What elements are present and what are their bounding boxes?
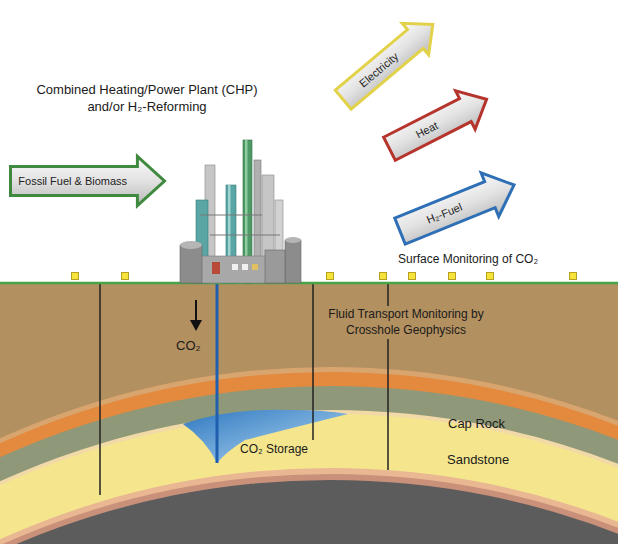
- plant-pipe: [200, 214, 262, 215]
- flow-arrow-head: [190, 320, 202, 331]
- monitor-sensor: [487, 273, 494, 280]
- arrow-outline: [391, 163, 523, 253]
- arrow-label: Fossil Fuel & Biomass: [18, 175, 127, 187]
- monitor-sensor: [409, 273, 416, 280]
- arrow-outline: [10, 157, 164, 206]
- plant-tank-top: [180, 241, 202, 249]
- text-label: Surface Monitoring of CO₂: [398, 252, 538, 268]
- text-label: Combined Heating/Power Plant (CHP) and/o…: [27, 82, 267, 116]
- monitoring-well: [99, 283, 101, 495]
- basement-layer: [0, 480, 618, 544]
- arrow-outline: [380, 80, 497, 168]
- injection-well: [216, 270, 219, 463]
- text-label: CO₂ Storage: [240, 442, 308, 458]
- arrow-shape: [378, 78, 499, 170]
- surface-monitors: [72, 273, 577, 280]
- plant-window: [252, 264, 258, 270]
- plant-tank: [265, 250, 285, 283]
- text-label: Sandstone: [447, 452, 509, 469]
- plant-window: [242, 264, 248, 270]
- flow-arrow: Heat: [378, 78, 499, 170]
- ground-surface: [0, 282, 618, 285]
- text-label: CO₂: [176, 338, 201, 355]
- plant-tank: [285, 240, 301, 283]
- plant-detail: [212, 262, 220, 274]
- flow-arrow: Electricity: [328, 7, 448, 118]
- plant-tank-top: [285, 237, 301, 243]
- monitor-sensor: [380, 273, 387, 280]
- monitor-sensor: [449, 273, 456, 280]
- power-plant: [180, 140, 301, 283]
- plant-window: [232, 264, 238, 270]
- plant-tank: [180, 245, 202, 283]
- monitoring-well: [312, 283, 314, 440]
- arrow-outline: [330, 9, 446, 116]
- co2-plume: [183, 410, 348, 463]
- flow-arrow: Fossil Fuel & Biomass: [9, 155, 166, 207]
- text-label: Fluid Transport Monitoring by Crosshole …: [320, 306, 492, 339]
- monitor-sensor: [122, 273, 129, 280]
- text-label: Cap Rock: [448, 416, 505, 433]
- flow-arrow-line: [195, 300, 197, 322]
- flow-arrow: H₂-Fuel: [389, 161, 525, 255]
- monitor-sensor: [570, 273, 577, 280]
- monitor-sensor: [72, 273, 79, 280]
- monitor-sensor: [327, 273, 334, 280]
- plant-pipe: [210, 234, 280, 235]
